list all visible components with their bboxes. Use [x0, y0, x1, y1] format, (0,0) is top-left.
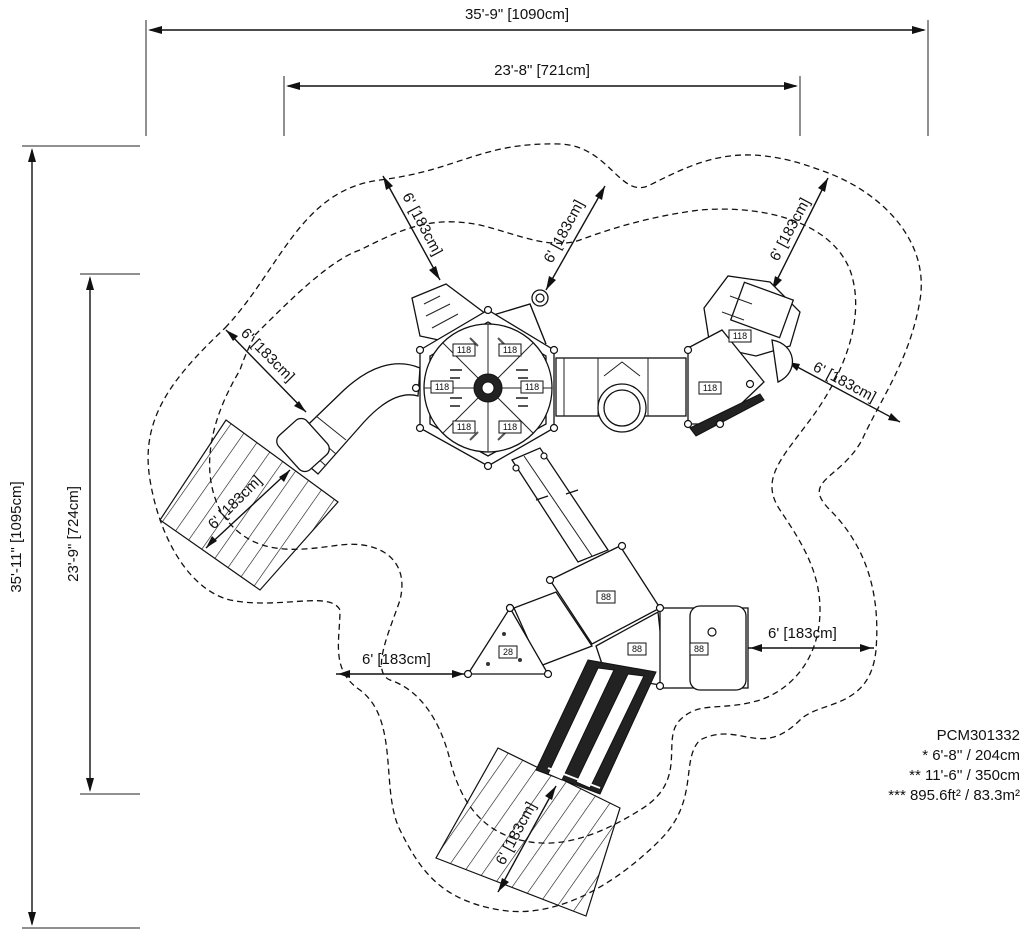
svg-text:28: 28 — [503, 647, 513, 657]
hex-deck-label-1: 118 — [452, 343, 476, 357]
inner-width-label: 23'-8" [721cm] — [494, 62, 590, 79]
overall-width-dimension: 35'-9" [1090cm] — [145, 4, 929, 136]
overall-depth-label: 35'-11" [1095cm] — [8, 481, 25, 592]
svg-text:118: 118 — [457, 422, 471, 432]
svg-text:118: 118 — [503, 422, 517, 432]
inner-depth-dimension: 23'-9" [724cm] — [65, 273, 140, 795]
slide-runout-zone-lower — [435, 747, 621, 917]
clearance-arrow-upper-slide — [205, 469, 291, 549]
clearance-arrow-lower-right — [748, 644, 874, 652]
info-line-1: * 6'-8'' / 204cm — [922, 747, 1020, 764]
clearance-arrow-left — [225, 329, 307, 413]
hex-deck-label-2: 118 — [498, 343, 522, 357]
clearance-arrow-lower-slide — [497, 785, 557, 893]
svg-text:118: 118 — [457, 345, 471, 355]
model-info-block: PCM301332 * 6'-8'' / 204cm ** 11'-6'' / … — [858, 726, 1020, 806]
clearance-label-right: 6' [183cm] — [810, 359, 879, 406]
right-deck-label-2: 118 — [698, 381, 722, 395]
right-deck-cluster — [683, 275, 801, 437]
clearance-label-top-middle: 6' [183cm] — [541, 197, 588, 266]
lower-deck-label-2: 88 — [627, 642, 647, 656]
inner-use-zone-boundary — [209, 208, 857, 844]
inner-width-dimension: 23'-8" [721cm] — [283, 62, 801, 136]
clearance-arrow-right — [787, 361, 901, 423]
clearance-arrow-top-left — [382, 175, 441, 281]
hex-deck-label-3: 118 — [430, 380, 454, 394]
svg-text:118: 118 — [703, 383, 717, 393]
diagonal-ladder-bridge — [511, 447, 609, 563]
triangle-deck — [463, 603, 553, 679]
clearance-label-lower-right: 6' [183cm] — [768, 625, 837, 642]
hex-deck-label-6: 118 — [498, 420, 522, 434]
info-line-2: ** 11'-6'' / 350cm — [909, 767, 1020, 784]
clearance-arrow-top-middle — [545, 185, 606, 291]
inner-depth-label: 23'-9" [724cm] — [65, 486, 82, 582]
hex-deck-label-4: 118 — [520, 380, 544, 394]
right-deck-label-1: 118 — [728, 329, 752, 343]
lower-deck-label-1: 88 — [596, 590, 616, 604]
overall-width-label: 35'-9" [1090cm] — [465, 6, 569, 23]
hex-deck-label-5: 118 — [452, 420, 476, 434]
svg-text:118: 118 — [733, 331, 747, 341]
tunnel-bridge — [555, 357, 687, 433]
double-slide-lower — [535, 659, 657, 795]
slide-runout-zone-upper — [159, 419, 339, 591]
svg-text:88: 88 — [632, 644, 642, 654]
svg-text:118: 118 — [503, 345, 517, 355]
clearance-arrow-lower-left — [336, 670, 466, 678]
lower-deck-label-3: 88 — [689, 642, 709, 656]
svg-text:118: 118 — [525, 382, 539, 392]
overall-depth-dimension: 35'-11" [1095cm] — [6, 145, 140, 929]
model-number: PCM301332 — [936, 727, 1020, 744]
info-line-3: *** 895.6ft² / 83.3m² — [888, 787, 1020, 804]
curved-slide-upper-left — [276, 363, 421, 475]
svg-text:88: 88 — [601, 592, 611, 602]
clearance-label-lower-left: 6' [183cm] — [362, 651, 431, 668]
svg-text:88: 88 — [694, 644, 704, 654]
outer-use-zone-boundary — [147, 143, 922, 913]
svg-text:118: 118 — [435, 382, 449, 392]
triangle-deck-label: 28 — [498, 645, 518, 659]
steering-wheel-panel — [489, 289, 549, 345]
